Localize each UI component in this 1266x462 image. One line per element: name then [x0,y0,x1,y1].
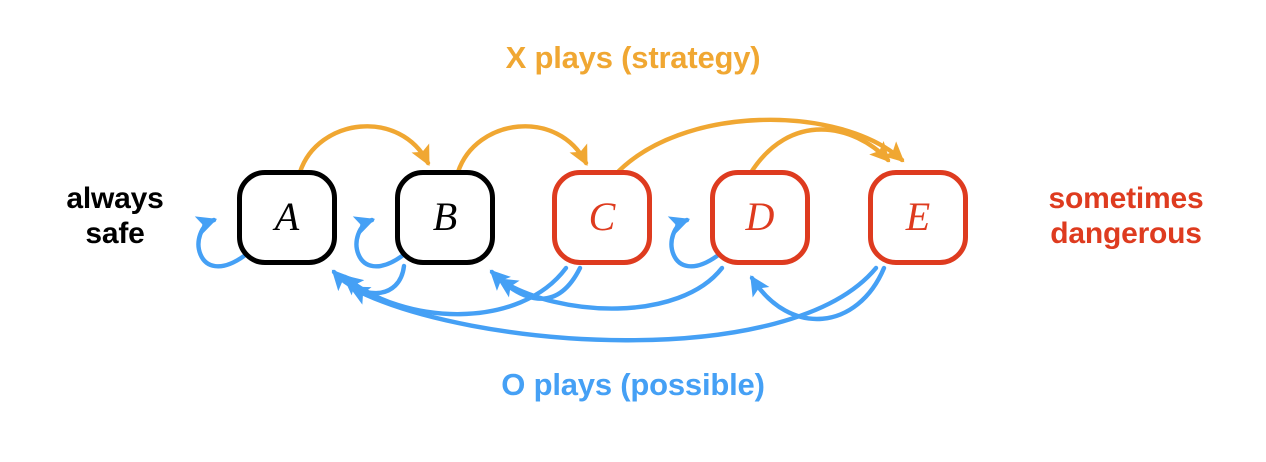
node-A-label: A [274,193,300,239]
edge-D-to-E [747,127,891,177]
edge-B-to-A [331,263,407,296]
always-safe-label: always safe [66,182,164,251]
node-E-label: E [905,193,931,239]
sometimes-dangerous-label: sometimes dangerous [1048,182,1204,251]
node-C[interactable]: C [552,170,652,265]
node-B[interactable]: B [395,170,495,265]
edge-C-to-A [342,265,569,317]
edge-B-to-C [455,124,589,175]
edge-C-to-E [611,117,905,179]
o-plays-possible-label: O plays (possible) [501,367,765,402]
edge-C-to-B [489,265,583,301]
node-D[interactable]: D [710,170,810,265]
edge-A-to-B [297,124,431,175]
x-plays-strategy-label: X plays (strategy) [505,40,761,75]
node-B-label: B [432,193,458,239]
node-D-label: D [745,193,775,239]
edge-D-to-B [497,265,725,311]
edge-E-to-A [349,265,879,343]
edge-E-to-D [749,265,887,322]
node-E[interactable]: E [868,170,968,265]
node-A[interactable]: A [237,170,337,265]
x-strategy-edges [297,117,905,179]
node-C-label: C [588,193,616,239]
